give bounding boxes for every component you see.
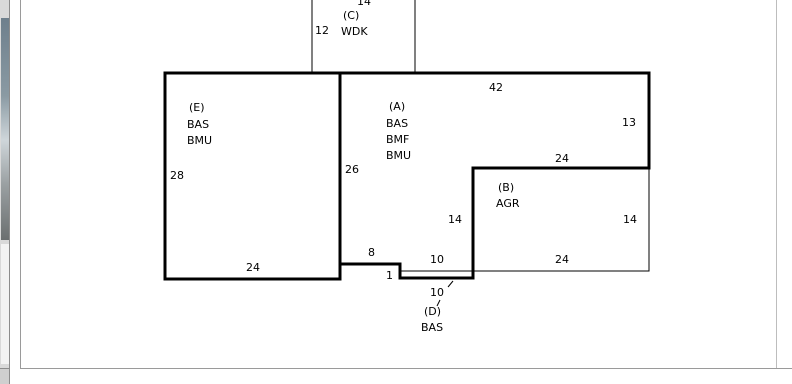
dim-c-top: 14 (357, 0, 371, 8)
section-b-outline (473, 168, 650, 272)
dim-b-bottom: 24 (555, 253, 569, 266)
section-e-code-label: (E) (189, 101, 205, 114)
sketch-thick-lines (163, 71, 651, 281)
property-photo-panel[interactable] (0, 0, 10, 384)
section-c-code-label: (C) (343, 9, 359, 22)
section-b-code-agr: AGR (496, 197, 520, 210)
section-a-code-label: (A) (389, 100, 405, 113)
dim-a-bottom-step: 8 (368, 246, 375, 259)
dim-a-right: 13 (622, 116, 636, 129)
dim-e-bottom: 24 (246, 261, 260, 274)
sketch-frame (20, 0, 792, 384)
section-d-code-label: (D) (424, 305, 441, 318)
dim-a-left: 26 (345, 163, 359, 176)
dim-c-left: 12 (315, 24, 329, 37)
section-e-outline (163, 71, 342, 281)
dim-d-bottom: 10 (430, 286, 444, 299)
dim-b-right: 14 (623, 213, 637, 226)
photo-panel-scrollbar[interactable] (0, 368, 9, 384)
section-a-code-bas: BAS (386, 117, 408, 130)
photo-panel-blank (1, 244, 9, 364)
horizontal-scrollbar[interactable] (20, 368, 792, 384)
dim-e-left: 28 (170, 169, 184, 182)
section-a-outline (340, 71, 651, 280)
section-b-code-label: (B) (498, 181, 514, 194)
section-d-code-bas: BAS (421, 321, 443, 334)
vertical-scrollbar[interactable] (776, 0, 792, 368)
dim-a-inner: 14 (448, 213, 462, 226)
dim-a-top: 42 (489, 81, 503, 94)
section-e-code-bmu: BMU (187, 134, 212, 147)
section-e-code-bas: BAS (187, 118, 209, 131)
dim-a-step-top: 24 (555, 152, 569, 165)
sketch-thin-lines (311, 0, 650, 307)
dim-d-side: 1 (386, 269, 393, 282)
dim-d-top: 10 (430, 253, 444, 266)
section-c-code-wdk: WDK (341, 25, 368, 38)
section-a-code-bmf: BMF (386, 133, 409, 146)
d-leader-line (447, 280, 454, 288)
property-photo[interactable] (1, 18, 9, 240)
section-a-code-bmu: BMU (386, 149, 411, 162)
d-leader-line-2 (436, 299, 441, 307)
